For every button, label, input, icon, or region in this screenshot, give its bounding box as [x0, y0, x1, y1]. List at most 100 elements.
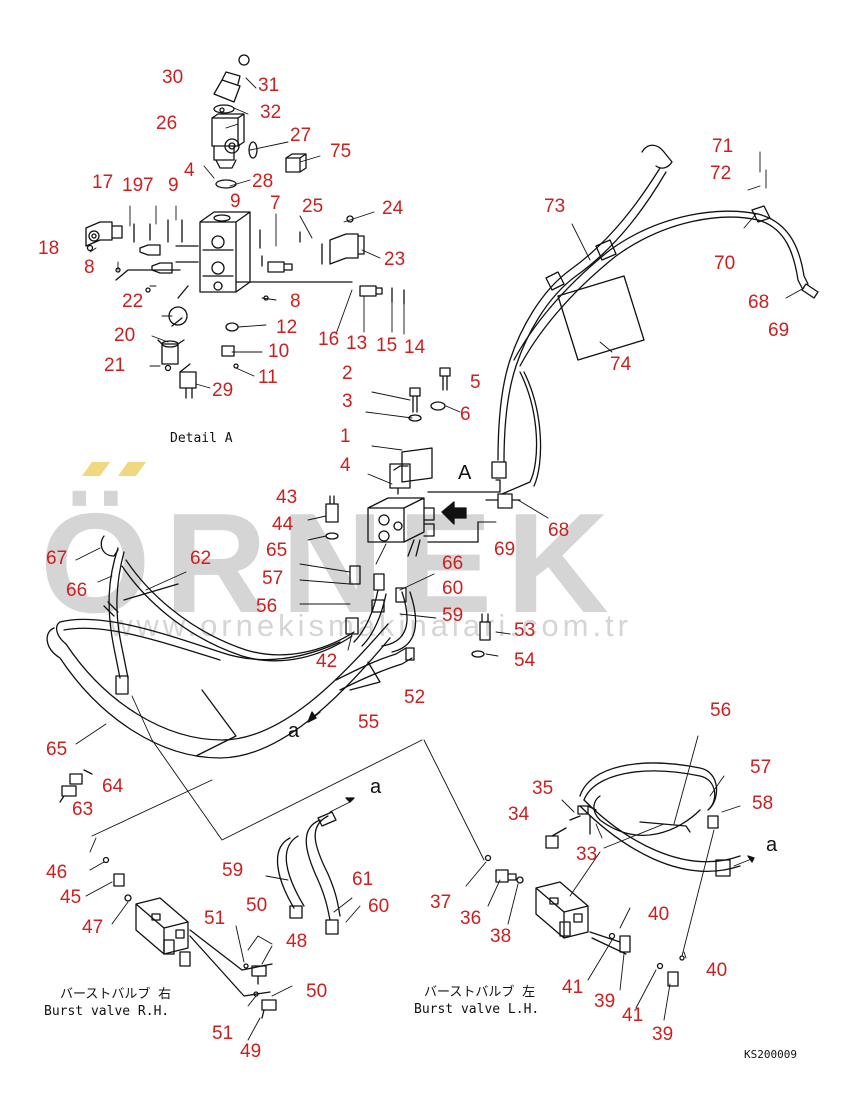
section-a-label: A: [458, 462, 472, 484]
callout-34: 34: [508, 804, 530, 825]
callout-68-lower: 68: [548, 520, 570, 541]
callout-29: 29: [212, 380, 234, 401]
routing-lines: [89, 695, 665, 897]
callout-45: 45: [60, 887, 82, 908]
callout-3: 3: [342, 391, 353, 412]
ref-a-label-3: a: [766, 834, 778, 856]
callout-14: 14: [404, 337, 426, 358]
callout-11: 11: [258, 367, 278, 388]
hoses-59-61: [265, 811, 361, 935]
callout-74: 74: [610, 354, 632, 375]
callout-24: 24: [382, 198, 404, 219]
burst-valve-lh: [484, 854, 685, 987]
callout-17: 17: [92, 172, 114, 193]
callout-64: 64: [102, 776, 124, 797]
callout-25: 25: [302, 196, 324, 217]
ref-a-label-2: a: [370, 776, 382, 798]
callout-43: 43: [276, 487, 298, 508]
callout-58: 58: [752, 793, 774, 814]
callout-44: 44: [272, 514, 294, 535]
callout-7-left: 7: [143, 175, 154, 196]
callout-35: 35: [532, 778, 554, 799]
callout-46: 46: [46, 862, 68, 883]
callout-51-upper: 51: [204, 908, 226, 929]
callout-40-lower: 40: [706, 960, 728, 981]
callout-66-left: 66: [66, 580, 88, 601]
callout-12: 12: [276, 317, 298, 338]
callout-18: 18: [38, 238, 60, 259]
callout-4-main: 4: [340, 455, 351, 476]
callout-26: 26: [156, 113, 178, 134]
callout-56-center: 56: [256, 596, 278, 617]
callout-8-left: 8: [84, 257, 95, 278]
callout-9-left: 9: [168, 175, 179, 196]
callout-23: 23: [384, 249, 406, 270]
callout-27: 27: [290, 125, 312, 146]
left-hoses: [46, 535, 391, 803]
callout-31: 31: [258, 75, 280, 96]
left-leaders: [75, 547, 187, 745]
callout-71: 71: [712, 136, 734, 157]
callout-39-right: 39: [652, 1024, 674, 1045]
callout-42: 42: [316, 651, 338, 672]
callout-9-right: 9: [230, 191, 241, 212]
callout-49: 49: [240, 1041, 262, 1062]
callout-1: 1: [340, 426, 351, 447]
central-leaders: [299, 391, 511, 657]
callout-41-left: 41: [562, 977, 584, 998]
detail-a-caption: Detail A: [170, 431, 233, 446]
callout-69-upper: 69: [768, 320, 790, 341]
callout-54: 54: [514, 650, 536, 671]
callout-21: 21: [104, 355, 126, 376]
upper-right-hoses: [485, 144, 819, 509]
callout-62: 62: [190, 548, 212, 569]
callout-8-right: 8: [290, 291, 301, 312]
callout-4-detail: 4: [184, 160, 195, 181]
callout-73: 73: [544, 196, 566, 217]
lower-right-hoses: [545, 762, 741, 877]
callout-28: 28: [252, 171, 274, 192]
callout-36: 36: [460, 908, 482, 929]
callout-51-lower: 51: [212, 1023, 234, 1044]
callout-33: 33: [576, 844, 598, 865]
burst-valve-rh-jp: バーストバルブ 右: [60, 987, 172, 1002]
callout-15: 15: [376, 335, 398, 356]
callout-50-upper: 50: [246, 895, 268, 916]
callout-5: 5: [470, 372, 481, 393]
burst-valve-rh-en: Burst valve R.H.: [44, 1004, 170, 1019]
callout-19: 19: [122, 175, 144, 196]
callout-66-center: 66: [442, 553, 464, 574]
callout-20: 20: [114, 325, 136, 346]
center-lower-hoses: [307, 589, 417, 723]
reference-arrows: [329, 797, 755, 867]
callout-37: 37: [430, 892, 452, 913]
callout-55: 55: [358, 712, 380, 733]
callout-52: 52: [404, 687, 426, 708]
callout-48: 48: [286, 931, 308, 952]
callout-61: 61: [352, 869, 374, 890]
central-valve-assembly: [325, 367, 501, 658]
callout-10: 10: [268, 341, 290, 362]
callout-22: 22: [122, 291, 144, 312]
callout-60-center: 60: [442, 578, 464, 599]
drawing-code: KS200009: [744, 1048, 797, 1061]
callout-47: 47: [82, 917, 104, 938]
callout-67: 67: [46, 548, 68, 569]
callout-6: 6: [460, 404, 471, 425]
burst-rh-leaders: [85, 861, 293, 1041]
callout-59-center: 59: [442, 605, 464, 626]
burst-valve-lh-en: Burst valve L.H.: [414, 1002, 540, 1017]
callout-2: 2: [342, 363, 353, 384]
lower-right-leaders: [561, 735, 741, 957]
detail-a-leaders: [89, 77, 405, 389]
burst-valve-rh: [102, 856, 277, 1019]
callout-70: 70: [714, 253, 736, 274]
callout-16: 16: [318, 329, 340, 350]
callout-57-lower: 57: [750, 757, 772, 778]
callout-69-lower: 69: [494, 539, 516, 560]
callout-56-lower: 56: [710, 700, 732, 721]
callout-65-upper: 65: [266, 540, 288, 561]
callout-60-lower: 60: [368, 896, 390, 917]
